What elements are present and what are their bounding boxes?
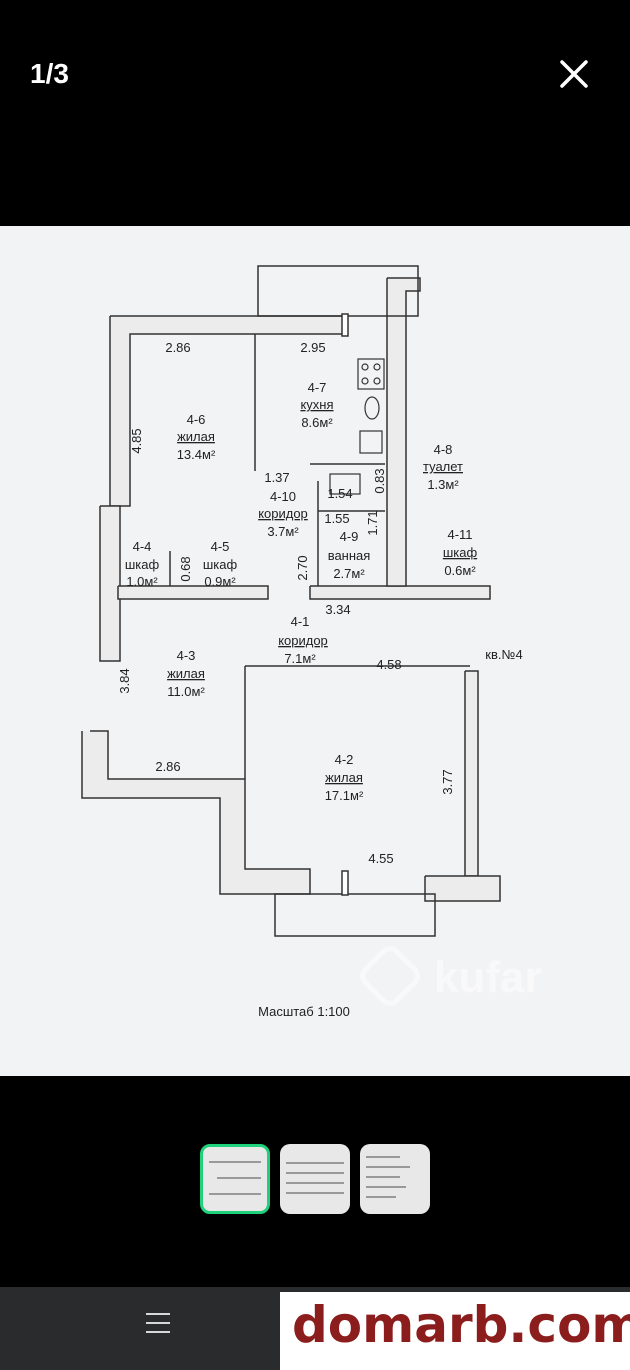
room-4-1-area: 7.1м²	[284, 651, 316, 666]
dim-label: 0.68	[178, 556, 193, 581]
room-4-2-type: жилая	[325, 770, 363, 785]
room-4-7-type: кухня	[300, 397, 333, 412]
dim-label: 1.55	[324, 511, 349, 526]
floor-plan-photo[interactable]: 4-6 жилая 13.4м² 4-7 кухня 8.6м² 4-8 туа…	[0, 226, 630, 1076]
thumbnail-document-1[interactable]	[280, 1144, 350, 1214]
close-icon	[560, 60, 588, 88]
room-4-8-id: 4-8	[434, 442, 453, 457]
kufar-watermark: kufar	[360, 946, 542, 1006]
room-4-2-area: 17.1м²	[325, 788, 364, 803]
room-4-3-type: жилая	[167, 666, 205, 681]
room-4-3-area: 11.0м²	[167, 684, 205, 699]
room-4-10-area: 3.7м²	[267, 524, 299, 539]
room-4-5-area: 0.9м²	[204, 574, 236, 589]
brand-watermark: domarb.com	[280, 1292, 630, 1370]
kitchen-fixtures	[329, 358, 385, 495]
dim-label: 1.54	[327, 486, 352, 501]
dim-label: 2.86	[155, 759, 180, 774]
dim-label: 1.71	[365, 510, 380, 535]
room-4-11-type: шкаф	[443, 545, 478, 560]
dim-label: 3.34	[325, 602, 350, 617]
apartment-label: кв.№4	[485, 647, 522, 662]
image-counter: 1/3	[30, 58, 69, 89]
room-4-6-id: 4-6	[187, 412, 206, 427]
room-4-3-id: 4-3	[177, 648, 196, 663]
room-4-7-area: 8.6м²	[301, 415, 333, 430]
room-4-8-type: туалет	[423, 459, 463, 474]
room-4-7-id: 4-7	[308, 380, 327, 395]
dim-label: 0.83	[372, 468, 387, 493]
thumbnail-document-2[interactable]	[360, 1144, 430, 1214]
room-4-10-id: 4-10	[270, 489, 296, 504]
dim-label: 4.85	[129, 428, 144, 453]
hamburger-menu-icon[interactable]	[146, 1313, 170, 1335]
dim-label: 2.95	[300, 340, 325, 355]
close-button[interactable]	[556, 56, 592, 92]
room-4-6-type: жилая	[177, 429, 215, 444]
dim-label: 4.55	[368, 851, 393, 866]
brand-text: domarb.com	[292, 1296, 630, 1354]
dim-label: 4.58	[376, 657, 401, 672]
dim-label: 2.70	[295, 555, 310, 580]
room-4-4-area: 1.0м²	[126, 574, 158, 589]
room-4-8-area: 1.3м²	[427, 477, 459, 492]
room-4-1-id: 4-1	[291, 614, 310, 629]
room-4-2-id: 4-2	[335, 752, 354, 767]
room-4-9-area: 2.7м²	[333, 566, 365, 581]
thumbnail-strip	[0, 1144, 630, 1214]
room-4-4-type: шкаф	[125, 557, 160, 572]
room-4-1-type: коридор	[278, 633, 328, 648]
plan-walls	[81, 265, 501, 937]
room-4-11-id: 4-11	[447, 527, 472, 542]
room-4-9-type: ванная	[328, 548, 371, 563]
room-4-9-id: 4-9	[340, 529, 359, 544]
scale-label: Масштаб 1:100	[258, 1004, 350, 1019]
watermark-text: kufar	[434, 953, 542, 1002]
room-4-10-type: коридор	[258, 506, 308, 521]
dim-label: 3.77	[440, 769, 455, 794]
dim-label: 2.86	[165, 340, 190, 355]
dim-label: 3.84	[117, 668, 132, 693]
thumbnail-floor-plan[interactable]	[200, 1144, 270, 1214]
room-4-6-area: 13.4м²	[177, 447, 216, 462]
room-4-11-area: 0.6м²	[444, 563, 476, 578]
room-4-5-type: шкаф	[203, 557, 238, 572]
room-4-5-id: 4-5	[211, 539, 230, 554]
dim-label: 1.37	[264, 470, 289, 485]
room-4-4-id: 4-4	[133, 539, 152, 554]
